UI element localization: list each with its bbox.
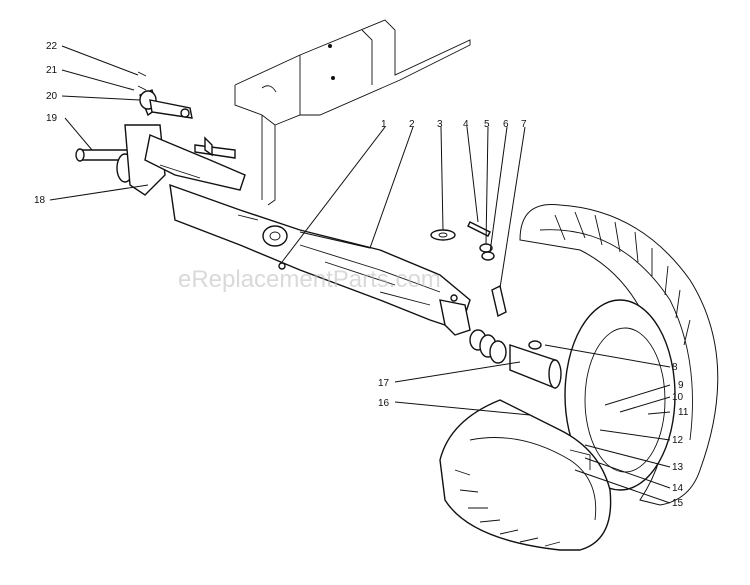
callout-16: 16	[378, 398, 390, 409]
callout-15: 15	[672, 498, 684, 509]
callout-19: 19	[46, 113, 58, 124]
frame-panel	[234, 19, 471, 206]
callout-13: 13	[672, 462, 684, 473]
callout-11: 11	[678, 407, 689, 418]
callout-21: 21	[46, 65, 58, 76]
callout-18: 18	[34, 195, 46, 206]
callout-8: 8	[672, 362, 678, 373]
small-hardware	[278, 221, 507, 318]
callout-3: 3	[437, 119, 443, 130]
callout-5: 5	[484, 119, 490, 130]
callout-12: 12	[672, 435, 684, 446]
callout-7: 7	[521, 119, 527, 130]
callout-17: 17	[378, 378, 390, 389]
watermark: eReplacementParts.com	[178, 266, 441, 293]
leader-lines	[49, 45, 671, 504]
callout-14: 14	[672, 483, 684, 494]
callout-1: 1	[381, 119, 387, 130]
callout-labels: 1 2 3 4 5 6 7 8 9 10 11 12 13 14 15 16 1…	[34, 41, 689, 509]
steering-spindle	[75, 71, 246, 196]
callout-4: 4	[463, 119, 469, 130]
callout-9: 9	[678, 380, 684, 391]
callout-22: 22	[46, 41, 58, 52]
callout-2: 2	[409, 119, 415, 130]
callout-10: 10	[672, 392, 684, 403]
callout-20: 20	[46, 91, 58, 102]
axle-beam	[169, 183, 471, 336]
tire	[439, 203, 719, 551]
callout-6: 6	[503, 119, 509, 130]
